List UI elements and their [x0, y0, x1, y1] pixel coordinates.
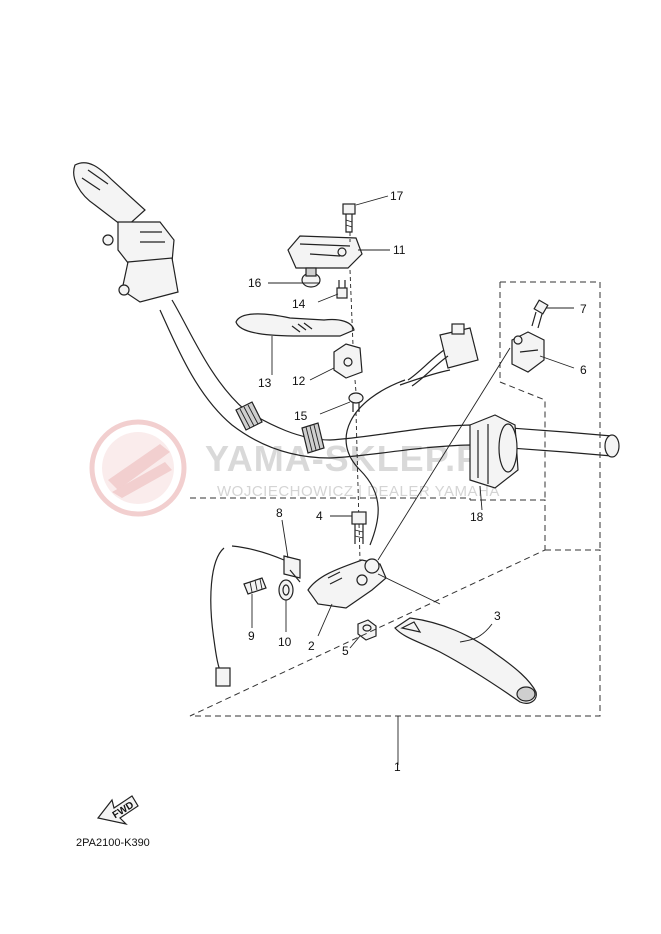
callout-8: 8	[276, 506, 283, 520]
fwd-arrow-icon: FWD	[96, 795, 139, 826]
bolt-17	[342, 203, 356, 233]
callout-16: 16	[248, 276, 262, 290]
bracket-11	[287, 235, 363, 269]
clutch-switch-8	[210, 545, 301, 687]
clamp-12	[333, 343, 363, 379]
callout-5: 5	[342, 644, 349, 658]
clamp-6	[511, 331, 545, 373]
assembly-box-6-7	[499, 281, 601, 550]
screw-15	[348, 392, 364, 412]
left-grip	[73, 162, 146, 229]
callout-2: 2	[308, 639, 315, 653]
callout-11: 11	[393, 243, 406, 257]
callout-12: 12	[292, 374, 306, 388]
callout-7: 7	[580, 302, 587, 316]
callout-9: 9	[248, 629, 255, 643]
callout-13: 13	[258, 376, 272, 390]
knurl-band-right	[301, 422, 325, 454]
master-cylinder	[102, 221, 179, 303]
part-code: 2PA2100-K390	[76, 837, 150, 849]
callout-10: 10	[278, 635, 292, 649]
clutch-cable	[345, 379, 406, 546]
watermark-title: YAMA-SKLEP.PL	[205, 438, 504, 479]
watermark-logo	[89, 419, 187, 517]
assembly-box-1	[189, 497, 601, 717]
lever-holder-2	[307, 558, 387, 609]
knob-16	[301, 267, 321, 288]
handlebar-tube	[159, 299, 620, 459]
handlebar-switch	[469, 414, 519, 489]
knurl-band-left	[235, 401, 263, 431]
callout-6: 6	[580, 363, 587, 377]
lever-guard-13	[235, 313, 355, 337]
locknut-10	[278, 579, 294, 601]
bolt-7	[531, 299, 549, 329]
callout-4: 4	[316, 509, 323, 523]
callout-17: 17	[390, 189, 404, 203]
adjuster-9	[243, 577, 267, 595]
callout-15: 15	[294, 409, 308, 423]
clutch-lever-3	[394, 617, 537, 704]
callout-1: 1	[394, 760, 401, 774]
callout-14: 14	[292, 297, 306, 311]
bolt-4	[351, 511, 367, 544]
switch-connector	[407, 323, 479, 387]
callout-3: 3	[494, 609, 501, 623]
nut-14	[336, 280, 348, 299]
callout-18: 18	[470, 510, 484, 524]
